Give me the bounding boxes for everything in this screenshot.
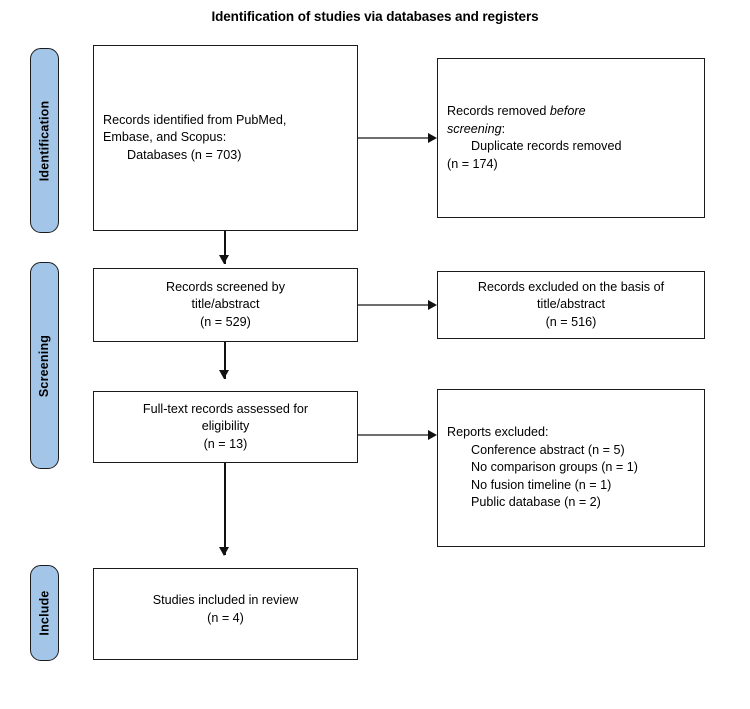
phase-label-include-text: Include bbox=[37, 590, 52, 636]
box-fulltext-assessed-line-1: Full-text records assessed for bbox=[142, 401, 309, 416]
connector-fulltext-to-included bbox=[224, 463, 226, 555]
box-records-removed-line-1-plain: Records removed bbox=[447, 104, 550, 118]
box-records-screened: Records screened by title/abstract (n = … bbox=[93, 268, 358, 342]
box-records-screened-line-1: Records screened by bbox=[165, 279, 285, 294]
connector-identified-to-screened bbox=[224, 231, 226, 264]
box-records-screened-line-3: (n = 529) bbox=[200, 314, 251, 329]
box-reports-excluded-line-3: No comparison groups (n = 1) bbox=[471, 460, 638, 475]
box-records-excluded-line-3: (n = 516) bbox=[545, 314, 597, 329]
box-reports-excluded: Reports excluded: Conference abstract (n… bbox=[437, 389, 705, 547]
box-records-identified-line-3: Databases (n = 703) bbox=[127, 147, 242, 162]
box-records-identified-line-2: Embase, and Scopus: bbox=[103, 130, 227, 145]
box-fulltext-assessed-line-2: eligibility bbox=[201, 419, 250, 434]
box-reports-excluded-line-1: Reports excluded: bbox=[447, 425, 549, 440]
box-records-removed-line-2: screening: bbox=[447, 121, 505, 139]
box-records-removed-line-1-italic: before bbox=[549, 104, 586, 118]
box-reports-excluded-line-2: Conference abstract (n = 5) bbox=[471, 442, 625, 457]
box-studies-included-line-2: (n = 4) bbox=[207, 610, 244, 625]
phase-label-include: Include bbox=[30, 565, 59, 661]
box-records-screened-line-2: title/abstract bbox=[191, 297, 260, 312]
phase-label-identification-text: Identification bbox=[37, 100, 52, 181]
box-studies-included: Studies included in review (n = 4) bbox=[93, 568, 358, 660]
connector-identified-to-removed bbox=[358, 137, 429, 139]
box-studies-included-line-1: Studies included in review bbox=[152, 593, 299, 607]
connector-fulltext-to-reports-excluded bbox=[358, 434, 429, 436]
connector-identified-to-removed-arrowhead bbox=[428, 132, 437, 143]
box-reports-excluded-line-5: Public database (n = 2) bbox=[471, 495, 601, 510]
connector-screened-to-fulltext bbox=[224, 342, 226, 379]
box-records-removed-line-2-italic: screening bbox=[447, 121, 502, 136]
connector-fulltext-to-included-arrowhead bbox=[219, 547, 230, 556]
box-records-excluded-line-2: title/abstract bbox=[537, 297, 605, 312]
box-records-removed-line-1: Records removed before bbox=[447, 103, 586, 121]
box-fulltext-assessed: Full-text records assessed for eligibili… bbox=[93, 391, 358, 463]
connector-screened-to-fulltext-arrowhead bbox=[219, 370, 230, 379]
box-records-removed: Records removed before screening: Duplic… bbox=[437, 58, 705, 218]
box-records-removed-line-4: (n = 174) bbox=[447, 156, 498, 171]
page-title: Identification of studies via databases … bbox=[211, 9, 539, 24]
phase-label-screening-text: Screening bbox=[37, 334, 52, 397]
box-records-identified: Records identified from PubMed, Embase, … bbox=[93, 45, 358, 231]
box-fulltext-assessed-line-3: (n = 13) bbox=[203, 436, 248, 451]
box-records-excluded: Records excluded on the basis of title/a… bbox=[437, 271, 705, 339]
connector-fulltext-to-reports-excluded-arrowhead bbox=[428, 429, 437, 440]
phase-label-screening: Screening bbox=[30, 262, 59, 469]
box-records-removed-line-2-plain: : bbox=[501, 121, 506, 136]
box-records-excluded-line-1: Records excluded on the basis of bbox=[477, 279, 665, 294]
connector-screened-to-excluded-arrowhead bbox=[428, 299, 437, 310]
box-records-identified-line-1: Records identified from PubMed, bbox=[103, 112, 287, 127]
connector-screened-to-excluded bbox=[358, 304, 429, 306]
connector-identified-to-screened-arrowhead bbox=[219, 255, 230, 264]
box-records-removed-line-3: Duplicate records removed bbox=[471, 139, 622, 153]
box-reports-excluded-line-4: No fusion timeline (n = 1) bbox=[471, 477, 612, 492]
phase-label-identification: Identification bbox=[30, 48, 59, 233]
